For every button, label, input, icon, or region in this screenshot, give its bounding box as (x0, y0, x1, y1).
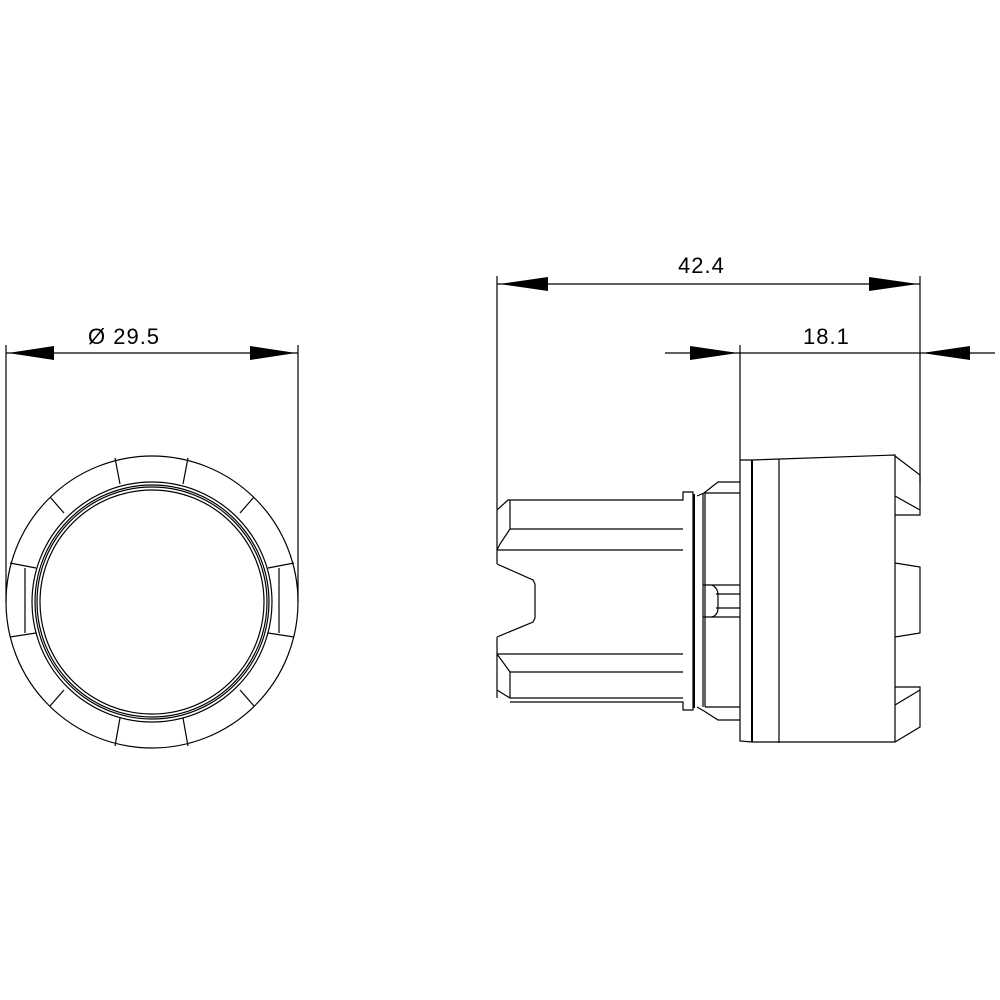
button-head (739, 454, 921, 743)
arrow-right-icon (250, 346, 296, 360)
overall-length-dimension: 42.4 (496, 253, 921, 505)
head-length-label: 18.1 (803, 324, 850, 349)
outer-bezel-ring (5, 455, 299, 749)
side-view: 42.4 18.1 (496, 253, 995, 743)
diameter-label: Ø 29.5 (88, 324, 160, 349)
overall-length-label: 42.4 (678, 253, 725, 278)
rear-body (496, 491, 695, 711)
arrow-right-icon (690, 346, 738, 360)
arrow-left-icon (8, 346, 54, 360)
diameter-dimension: Ø 29.5 (5, 324, 299, 602)
arrow-right-icon (869, 277, 918, 291)
front-view: Ø 29.5 (5, 324, 299, 749)
head-length-dimension: 18.1 (665, 324, 995, 460)
lens-rings (34, 484, 270, 720)
collar (696, 481, 740, 721)
arrow-left-icon (922, 346, 970, 360)
arrow-left-icon (499, 277, 548, 291)
